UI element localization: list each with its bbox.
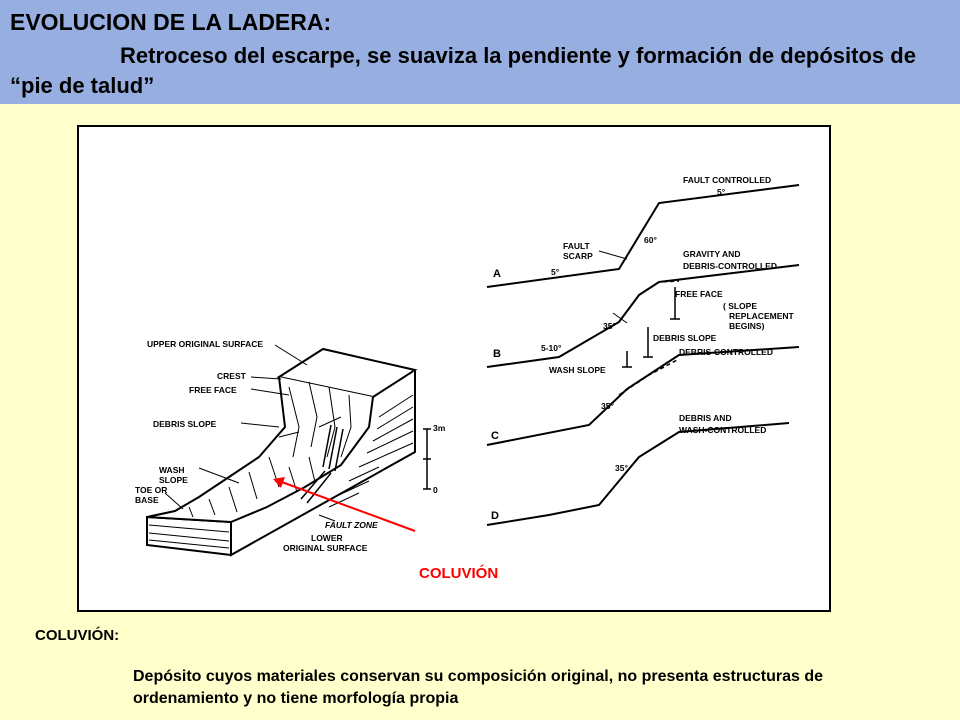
profile-a-scarp-1: FAULT [563,241,591,251]
page-title: EVOLUCION DE LA LADERA: [10,9,332,35]
title-banner: EVOLUCION DE LA LADERA: Retroceso del es… [0,0,960,104]
definition-term: COLUVIÓN: [35,627,120,644]
label-debris-slope: DEBRIS SLOPE [153,419,217,429]
profile-letter-a: A [493,268,501,280]
profile-a-angle-base: 5° [551,267,560,277]
definition-text: Depósito cuyos materiales conservan su c… [133,668,823,707]
profile-letter-d: D [491,510,499,522]
profile-b-note-2: REPLACEMENT [729,311,795,321]
label-toe-1: TOE OR [135,485,167,495]
figure-drawing: UPPER ORIGINAL SURFACE CREST FREE FACE D… [135,175,800,582]
callout-arrow-line [278,480,416,532]
label-toe-2: BASE [135,495,159,505]
scale-label-bottom: 0 [433,485,438,495]
profile-c-stage: DEBRIS-CONTROLLED [679,347,773,357]
profile-b-note-3: BEGINS) [729,321,765,331]
profile-b-free-face: FREE FACE [675,289,723,299]
coluvion-callout: COLUVIÓN [273,477,498,582]
profile-d-line [486,422,790,526]
profile-b-debris-slope: DEBRIS SLOPE [653,333,717,343]
profile-d-stage-1: DEBRIS AND [679,413,732,423]
profile-a-angle-scarp: 60° [644,235,657,245]
callout-arrow-head [273,477,285,488]
profile-b-wash-slope: WASH SLOPE [549,365,606,375]
callout-label: COLUVIÓN [419,564,498,582]
label-lower-1: LOWER [311,533,343,543]
profile-a-line [486,184,800,288]
profile-a-angle-top: 5° [717,187,726,197]
profile-a-stage: FAULT CONTROLLED [683,175,771,185]
slope-profiles [486,184,800,526]
block-diagram [146,344,431,557]
label-wash-slope-1: WASH [159,465,185,475]
profile-b-note-1: ( SLOPE [723,301,757,311]
profile-letter-b: B [493,348,501,360]
profile-a-scarp-2: SCARP [563,251,593,261]
page-subtitle: Retroceso del escarpe, se suaviza la pen… [10,43,916,98]
profile-d-angle: 35° [615,463,628,473]
scale-label-top: 3m [433,423,446,433]
label-fault-zone: FAULT ZONE [325,520,378,530]
label-crest: CREST [217,371,247,381]
label-free-face: FREE FACE [189,385,237,395]
profile-b-angle: 35° [603,321,616,331]
slope-evolution-figure: UPPER ORIGINAL SURFACE CREST FREE FACE D… [77,125,831,612]
label-wash-slope-2: SLOPE [159,475,188,485]
label-upper-original-surface: UPPER ORIGINAL SURFACE [147,339,263,349]
profile-c-angle: 35° [601,401,614,411]
profile-b-stage-1: GRAVITY AND [683,249,740,259]
profile-b-stage-2: DEBRIS-CONTROLLED [683,261,777,271]
label-lower-2: ORIGINAL SURFACE [283,543,368,553]
profile-letter-c: C [491,430,499,442]
profile-d-stage-2: WASH-CONTROLLED [679,425,766,435]
block-front-face [146,515,232,557]
profile-b-angle-base: 5-10° [541,343,562,353]
